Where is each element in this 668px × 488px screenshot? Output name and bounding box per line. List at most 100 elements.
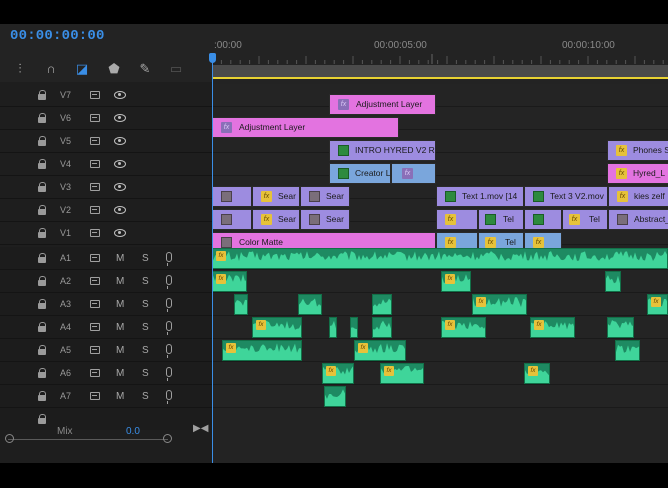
- playhead-line[interactable]: [212, 58, 213, 463]
- track-header-a3[interactable]: A3 M S: [0, 293, 212, 316]
- track-row-a5[interactable]: [212, 339, 668, 362]
- playhead-timecode[interactable]: 00:00:00:00: [10, 28, 105, 44]
- lock-icon[interactable]: [38, 113, 47, 123]
- clip-sear-v3-1[interactable]: fx Sear: [252, 186, 300, 207]
- solo-button[interactable]: S: [142, 345, 149, 356]
- sync-lock-icon[interactable]: [90, 160, 100, 168]
- wrench-icon[interactable]: ✎: [139, 61, 151, 76]
- clip-adjustment-layer-v7[interactable]: fx Adjustment Layer: [329, 94, 436, 115]
- microphone-icon[interactable]: [166, 298, 172, 312]
- audio-clip[interactable]: fx: [472, 294, 527, 315]
- audio-clip[interactable]: fx: [252, 317, 302, 338]
- clip-v3-a[interactable]: [212, 186, 252, 207]
- mute-button[interactable]: M: [116, 368, 125, 379]
- track-row-a2[interactable]: [212, 270, 668, 293]
- clip-text3[interactable]: Text 3 V2.mov: [524, 186, 608, 207]
- clip-abstract[interactable]: Abstract_: [608, 209, 668, 230]
- eye-icon[interactable]: [114, 160, 126, 168]
- captions-icon[interactable]: ▭: [169, 61, 183, 76]
- solo-button[interactable]: S: [142, 391, 149, 402]
- solo-button[interactable]: S: [142, 322, 149, 333]
- clip-kies-zelf[interactable]: fx kies zelf: [608, 186, 668, 207]
- audio-clip[interactable]: [298, 294, 322, 315]
- clip-v2-fx[interactable]: fx: [436, 209, 478, 230]
- lock-icon[interactable]: [38, 391, 47, 401]
- lock-icon[interactable]: [38, 205, 47, 215]
- clip-v2-a[interactable]: [212, 209, 252, 230]
- go-to-end-icon[interactable]: ▶◀: [193, 423, 209, 434]
- mute-button[interactable]: M: [116, 299, 125, 310]
- lock-icon[interactable]: [38, 159, 47, 169]
- sync-lock-icon[interactable]: [90, 369, 100, 377]
- track-row-a3[interactable]: [212, 293, 668, 316]
- track-row-a6[interactable]: [212, 362, 668, 385]
- eye-icon[interactable]: [114, 229, 126, 237]
- audio-clip[interactable]: fx: [441, 271, 471, 292]
- audio-clip[interactable]: fx: [212, 271, 247, 292]
- clip-adjustment-layer-v6[interactable]: fx Adjustment Layer: [212, 117, 399, 138]
- track-area[interactable]: fx Adjustment Layer fx Adjustment Layer …: [212, 82, 668, 463]
- eye-icon[interactable]: [114, 91, 126, 99]
- mix-volume-value[interactable]: 0.0: [126, 426, 140, 437]
- lock-icon[interactable]: [38, 345, 47, 355]
- track-row-v7[interactable]: [212, 84, 668, 107]
- audio-clip[interactable]: fx: [222, 340, 302, 361]
- sync-lock-icon[interactable]: [90, 277, 100, 285]
- mute-button[interactable]: M: [116, 276, 125, 287]
- track-row-v4[interactable]: [212, 153, 668, 176]
- zoom-scrollbar-left-handle[interactable]: [5, 434, 14, 443]
- audio-clip[interactable]: [234, 294, 248, 315]
- solo-button[interactable]: S: [142, 276, 149, 287]
- lock-icon[interactable]: [38, 322, 47, 332]
- clip-sear-v2-2[interactable]: Sear: [300, 209, 350, 230]
- sync-lock-icon[interactable]: [90, 91, 100, 99]
- audio-clip[interactable]: fx: [322, 363, 354, 384]
- lock-icon[interactable]: [38, 90, 47, 100]
- audio-clip[interactable]: fx: [530, 317, 575, 338]
- solo-button[interactable]: S: [142, 299, 149, 310]
- track-header-a1[interactable]: A1 M S: [0, 247, 212, 270]
- audio-clip[interactable]: [605, 271, 621, 292]
- lock-icon[interactable]: [38, 228, 47, 238]
- audio-clip[interactable]: [615, 340, 640, 361]
- sync-lock-icon[interactable]: [90, 300, 100, 308]
- microphone-icon[interactable]: [166, 275, 172, 289]
- audio-clip[interactable]: [350, 317, 358, 338]
- sync-lock-icon[interactable]: [90, 183, 100, 191]
- microphone-icon[interactable]: [166, 367, 172, 381]
- clip-phones[interactable]: fx Phones S: [607, 140, 668, 161]
- lock-icon[interactable]: [38, 368, 47, 378]
- track-header-v7[interactable]: V7: [0, 84, 212, 107]
- clip-tel-v2-2[interactable]: fx Tel: [562, 209, 608, 230]
- zoom-scrollbar-right-handle[interactable]: [163, 434, 172, 443]
- eye-icon[interactable]: [114, 183, 126, 191]
- clip-text1[interactable]: Text 1.mov [14: [436, 186, 524, 207]
- eye-icon[interactable]: [114, 206, 126, 214]
- zoom-scrollbar-track[interactable]: [8, 439, 168, 440]
- solo-button[interactable]: S: [142, 368, 149, 379]
- sync-lock-icon[interactable]: [90, 346, 100, 354]
- audio-clip[interactable]: [324, 386, 346, 407]
- clip-creator-fx[interactable]: fx: [391, 163, 436, 184]
- marker-icon[interactable]: ⬟: [108, 61, 120, 76]
- eye-icon[interactable]: [114, 137, 126, 145]
- audio-clip[interactable]: fx: [441, 317, 486, 338]
- lock-icon[interactable]: [38, 136, 47, 146]
- track-header-a2[interactable]: A2 M S: [0, 270, 212, 293]
- track-header-v3[interactable]: V3: [0, 176, 212, 199]
- mute-button[interactable]: M: [116, 322, 125, 333]
- lock-icon[interactable]: [38, 182, 47, 192]
- sync-lock-icon[interactable]: [90, 114, 100, 122]
- clip-sear-v3-2[interactable]: Sear: [300, 186, 350, 207]
- eye-icon[interactable]: [114, 114, 126, 122]
- sync-lock-icon[interactable]: [90, 392, 100, 400]
- lock-icon[interactable]: [38, 253, 47, 263]
- playhead-handle[interactable]: [209, 53, 216, 63]
- clip-sear-v2-1[interactable]: fx Sear: [252, 209, 300, 230]
- lock-icon[interactable]: [38, 276, 47, 286]
- microphone-icon[interactable]: [166, 321, 172, 335]
- track-header-v1[interactable]: V1: [0, 222, 212, 245]
- audio-clip[interactable]: fx: [380, 363, 424, 384]
- clip-intro-hyred[interactable]: INTRO HYRED V2 R: [329, 140, 436, 161]
- sync-lock-icon[interactable]: [90, 137, 100, 145]
